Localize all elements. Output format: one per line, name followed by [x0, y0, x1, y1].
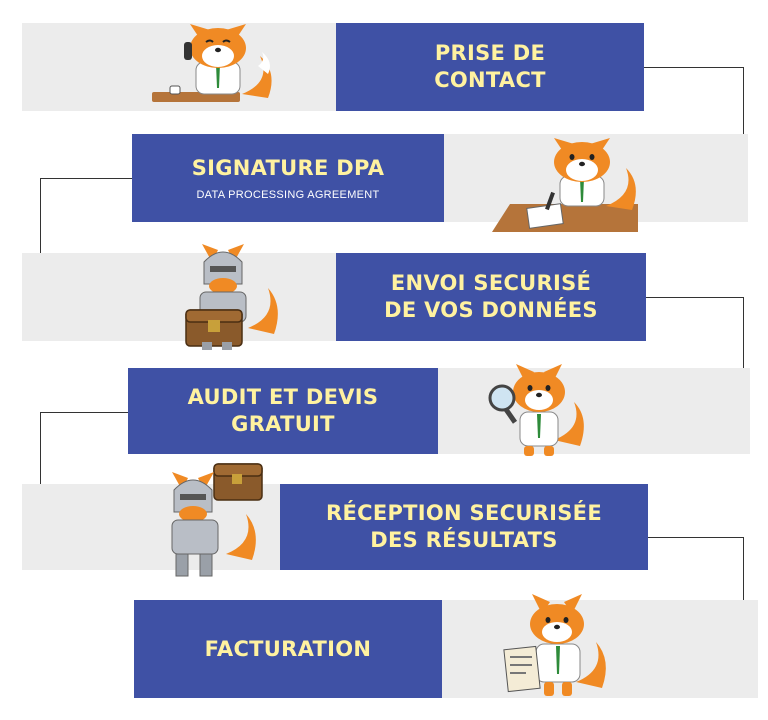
connector-3-vertical	[743, 297, 744, 368]
connector-5-vertical	[743, 537, 744, 600]
step-2-subtitle: DATA PROCESSING AGREEMENT	[196, 189, 379, 201]
step-1-title: PRISE DE CONTACT	[434, 40, 546, 94]
step-5-box: RÉCEPTION SECURISÉE DES RÉSULTATS	[280, 484, 648, 570]
step-5-title: RÉCEPTION SECURISÉE DES RÉSULTATS	[326, 500, 602, 554]
connector-3-top	[646, 297, 743, 298]
connector-4-top	[40, 412, 128, 413]
step-2-box: SIGNATURE DPA DATA PROCESSING AGREEMENT	[132, 134, 444, 222]
knight-fox-carrying-chest-icon	[160, 458, 270, 582]
step-3-title: ENVOI SECURISÉ DE VOS DONNÉES	[384, 270, 598, 324]
connector-1-vertical	[743, 67, 744, 134]
knight-fox-with-chest-icon	[182, 236, 282, 354]
fox-signing-document-icon	[488, 124, 638, 236]
step-2-title: SIGNATURE DPA	[192, 155, 385, 182]
step-6-title: FACTURATION	[205, 636, 372, 663]
step-6-box: FACTURATION	[134, 600, 442, 698]
connector-2-vertical	[40, 178, 41, 253]
step-3-box: ENVOI SECURISÉ DE VOS DONNÉES	[336, 253, 646, 341]
connector-5-top	[648, 537, 743, 538]
fox-reading-invoice-icon	[500, 586, 618, 702]
connector-1-top	[644, 67, 743, 68]
connector-2-top	[40, 178, 132, 179]
connector-4-vertical	[40, 412, 41, 484]
step-4-box: AUDIT ET DEVIS GRATUIT	[128, 368, 438, 454]
fox-on-phone-at-desk-icon	[150, 12, 280, 112]
step-1-box: PRISE DE CONTACT	[336, 23, 644, 111]
fox-with-magnifier-icon	[484, 356, 594, 460]
step-4-title: AUDIT ET DEVIS GRATUIT	[188, 384, 379, 438]
